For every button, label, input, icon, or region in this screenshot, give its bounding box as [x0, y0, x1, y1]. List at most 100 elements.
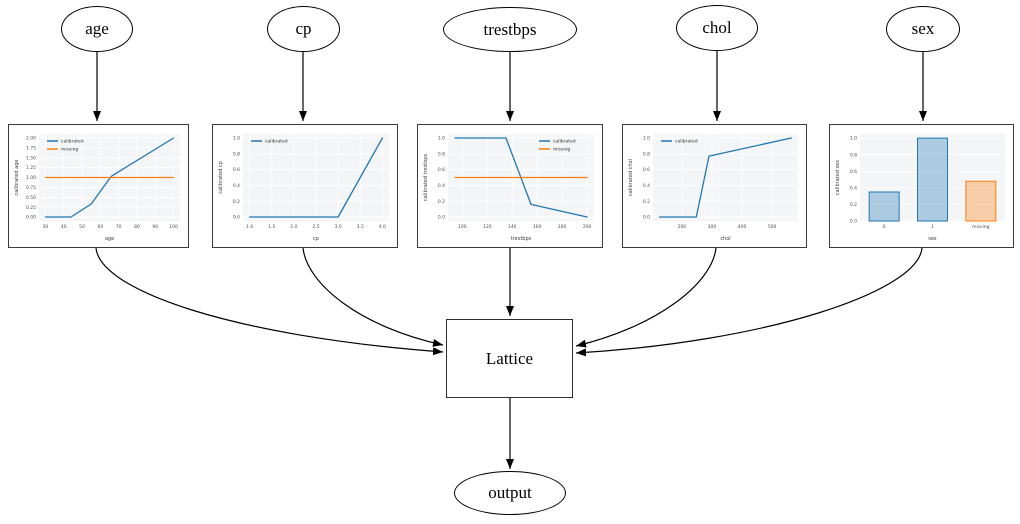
svg-text:0.4: 0.4 [233, 183, 240, 189]
input-node-sex-label: sex [911, 19, 935, 38]
svg-text:100: 100 [458, 224, 467, 230]
svg-text:0.2: 0.2 [438, 199, 445, 205]
svg-text:0.8: 0.8 [233, 151, 240, 157]
output-node: output [454, 471, 566, 515]
calibration-chart-trestbps: 0.0 0.2 0.4 0.6 0.8 1.0 100 120 140 160 180 200 tres… [417, 124, 603, 248]
svg-text:0.50: 0.50 [26, 195, 36, 201]
output-node-label: output [488, 483, 532, 502]
svg-text:chol: chol [720, 236, 730, 242]
svg-text:0.4: 0.4 [438, 183, 445, 189]
svg-text:trestbps: trestbps [511, 236, 532, 242]
svg-text:age: age [105, 236, 114, 242]
svg-text:calibrated: calibrated [61, 139, 84, 145]
input-node-chol: chol [676, 5, 758, 51]
svg-text:0.2: 0.2 [643, 199, 650, 205]
edge-age-to-lattice [95, 247, 444, 356]
calibration-chart-cp: 0.0 0.2 0.4 0.6 0.8 1.0 1.0 1.5 2.0 2.5 3.0 3.5 4.0 c… [212, 124, 398, 248]
edge-chol-to-lattice [575, 247, 717, 348]
svg-text:0.4: 0.4 [643, 183, 650, 189]
svg-text:0.8: 0.8 [438, 151, 445, 157]
svg-text:missing: missing [61, 147, 78, 153]
svg-text:200: 200 [678, 224, 687, 230]
input-node-sex: sex [886, 6, 960, 52]
svg-text:400: 400 [738, 224, 747, 230]
svg-text:1.0: 1.0 [643, 136, 650, 142]
svg-text:0.6: 0.6 [438, 167, 445, 173]
calibration-chart-sex: 0.0 0.2 0.4 0.6 0.8 1.0 0 1 missing sex calibrated… [829, 124, 1014, 248]
svg-text:0.0: 0.0 [233, 215, 240, 221]
svg-text:calibrated trestbps: calibrated trestbps [423, 154, 429, 202]
svg-text:missing: missing [972, 224, 989, 230]
svg-text:calibrated: calibrated [265, 139, 288, 145]
lattice-node: Lattice [446, 319, 573, 398]
svg-text:calibrated cp: calibrated cp [218, 161, 224, 194]
svg-text:160: 160 [533, 224, 542, 230]
svg-text:0.25: 0.25 [26, 205, 36, 211]
svg-text:0.0: 0.0 [643, 215, 650, 221]
svg-text:calibrated: calibrated [553, 139, 576, 145]
svg-text:1.75: 1.75 [26, 145, 36, 151]
svg-text:60: 60 [97, 224, 103, 230]
svg-text:calibrated chol: calibrated chol [628, 159, 634, 196]
edge-cp-to-lattice [302, 247, 444, 347]
svg-text:90: 90 [152, 224, 158, 230]
svg-text:500: 500 [768, 224, 777, 230]
svg-text:3.0: 3.0 [335, 224, 342, 230]
edge-sex-to-lattice [575, 247, 923, 357]
svg-text:1.25: 1.25 [26, 165, 36, 171]
svg-text:1: 1 [931, 224, 934, 230]
input-node-cp-label: cp [295, 19, 312, 38]
svg-text:120: 120 [483, 224, 492, 230]
svg-text:0.2: 0.2 [233, 199, 240, 205]
svg-text:30: 30 [43, 224, 49, 230]
svg-text:0.2: 0.2 [850, 202, 857, 208]
svg-text:2.5: 2.5 [312, 224, 319, 230]
svg-text:1.00: 1.00 [26, 175, 36, 181]
svg-text:0.6: 0.6 [233, 167, 240, 173]
svg-text:1.0: 1.0 [246, 224, 253, 230]
input-node-cp: cp [267, 6, 340, 52]
svg-text:3.5: 3.5 [357, 224, 364, 230]
svg-text:0.6: 0.6 [850, 169, 857, 175]
svg-text:sex: sex [928, 236, 937, 242]
svg-text:140: 140 [508, 224, 517, 230]
svg-text:300: 300 [708, 224, 717, 230]
svg-text:0.0: 0.0 [438, 215, 445, 221]
svg-text:0.75: 0.75 [26, 185, 36, 191]
input-node-chol-label: chol [702, 18, 732, 37]
svg-text:1.50: 1.50 [26, 155, 36, 161]
svg-text:200: 200 [583, 224, 592, 230]
svg-text:1.5: 1.5 [268, 224, 275, 230]
lattice-node-label: Lattice [485, 348, 534, 368]
input-node-trestbps: trestbps [443, 7, 577, 52]
svg-text:calibrated: calibrated [675, 139, 698, 145]
svg-text:0.0: 0.0 [850, 219, 857, 225]
calibration-chart-age: 0.00 0.25 0.50 0.75 1.00 1.25 1.50 1.75 2.00 30 40… [8, 124, 189, 248]
svg-text:0.8: 0.8 [643, 151, 650, 157]
svg-text:1.0: 1.0 [438, 136, 445, 142]
svg-text:calibrated sex: calibrated sex [835, 160, 841, 195]
svg-text:2.00: 2.00 [26, 136, 36, 142]
svg-text:1.0: 1.0 [850, 136, 857, 142]
svg-text:80: 80 [134, 224, 140, 230]
svg-text:40: 40 [61, 224, 67, 230]
svg-text:4.0: 4.0 [379, 224, 386, 230]
svg-text:cp: cp [313, 236, 319, 242]
svg-text:0.00: 0.00 [26, 215, 36, 221]
svg-text:180: 180 [558, 224, 567, 230]
svg-text:2.0: 2.0 [290, 224, 297, 230]
input-node-trestbps-label: trestbps [483, 19, 537, 39]
svg-text:1.0: 1.0 [233, 136, 240, 142]
input-node-age: age [61, 6, 133, 52]
svg-text:calibrated age: calibrated age [14, 160, 20, 196]
input-node-age-label: age [85, 19, 109, 38]
svg-text:0.8: 0.8 [850, 152, 857, 158]
svg-text:0.6: 0.6 [643, 167, 650, 173]
svg-text:0: 0 [883, 224, 886, 230]
svg-text:0.4: 0.4 [850, 185, 857, 191]
svg-text:70: 70 [116, 224, 122, 230]
svg-text:100: 100 [169, 224, 178, 230]
svg-text:50: 50 [79, 224, 85, 230]
